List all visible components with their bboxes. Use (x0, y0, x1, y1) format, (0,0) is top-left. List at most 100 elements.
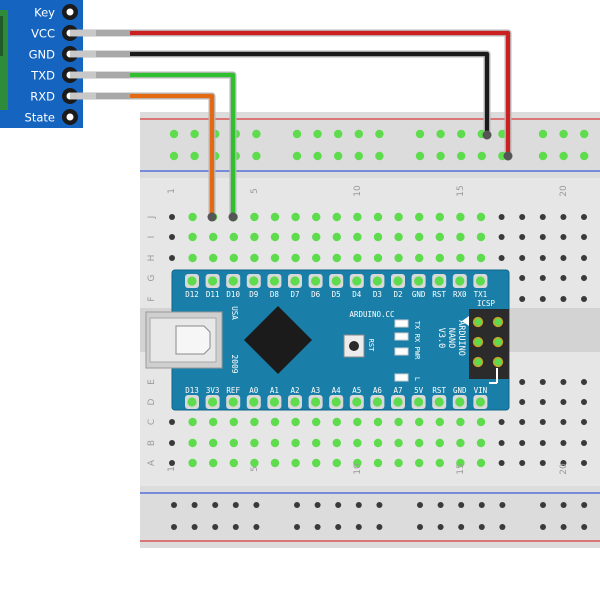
breadboard-hole (229, 458, 238, 468)
header-pin (331, 276, 341, 286)
pin-label-top: RX0 (453, 290, 467, 299)
breadboard-hole (476, 212, 486, 222)
header-pin (414, 397, 424, 407)
breadboard-hole (435, 232, 444, 242)
rail-hole (252, 129, 261, 139)
breadboard-hole (209, 253, 218, 263)
header-pin (269, 276, 279, 286)
reset-button-cap[interactable] (349, 341, 359, 351)
rail-hole (415, 151, 425, 161)
breadboard-hole (415, 253, 424, 263)
bottom-power-rail (140, 486, 600, 548)
breadboard-hole (169, 214, 175, 220)
led-label: PWR (413, 347, 421, 360)
breadboard-hole (539, 275, 546, 281)
breadboard-hole (312, 458, 321, 468)
header-pin (475, 276, 485, 286)
breadboard-hole (270, 212, 280, 222)
header-pin (311, 276, 321, 286)
icsp-pin (472, 316, 484, 328)
breadboard-hole (415, 212, 424, 222)
pin-label-top: D3 (373, 290, 382, 299)
breadboard-hole (456, 212, 465, 222)
rail-hole (538, 129, 548, 139)
breadboard-hole (250, 458, 259, 468)
pin-label-bottom: VIN (474, 386, 488, 395)
rail-hole (478, 524, 485, 530)
breadboard-hole (229, 438, 238, 448)
column-number: 15 (456, 185, 466, 196)
breadboard-hole (394, 212, 403, 222)
rail-hole (294, 502, 300, 508)
breadboard-hole (188, 212, 197, 222)
breadboard-hole (519, 460, 526, 466)
breadboard-hole (476, 253, 486, 263)
rail-hole (313, 129, 322, 139)
icsp-pin1-marker (462, 316, 469, 326)
rail-hole (232, 502, 239, 508)
rail-hole (354, 129, 363, 139)
pin-label-bottom: GND (453, 386, 467, 395)
pin-label-top: D10 (226, 290, 240, 299)
breadboard-hole (270, 232, 280, 242)
rail-hole (457, 129, 466, 139)
header-pin (475, 397, 485, 407)
rail-hole (376, 502, 383, 508)
breadboard-hole (270, 417, 280, 427)
breadboard-hole (373, 253, 383, 263)
rail-hole (581, 502, 588, 508)
rail-hole (437, 524, 444, 530)
breadboard-hole (188, 417, 197, 427)
pin-label-top: D7 (290, 290, 299, 299)
module-pin-hole (66, 8, 74, 16)
icsp-pin (472, 356, 484, 368)
icsp-pin (492, 336, 504, 348)
pin-label-top: D8 (270, 290, 280, 299)
breadboard-hole (560, 255, 567, 261)
year-label: 2009 (230, 354, 239, 373)
breadboard-hole (435, 417, 444, 427)
breadboard-hole (188, 438, 197, 448)
icsp-pin (492, 316, 504, 328)
breadboard-hole (188, 458, 197, 468)
breadboard-hole (415, 417, 424, 427)
reset-label: RST (367, 339, 375, 352)
breadboard-hole (498, 460, 505, 466)
pin-label-top: D12 (185, 290, 199, 299)
rail-hole (560, 502, 567, 508)
breadboard-hole (291, 417, 300, 427)
rail-hole (334, 129, 343, 139)
pin-label-top: TX1 (474, 290, 488, 299)
rail-hole (417, 502, 423, 508)
column-number: 5 (250, 188, 260, 194)
breadboard-hole (291, 438, 300, 448)
board-name-line: V3.0 (436, 328, 446, 348)
breadboard-hole (539, 399, 546, 405)
header-pin (249, 276, 259, 286)
breadboard-hole (353, 212, 362, 222)
column-number: 20 (559, 463, 569, 475)
breadboard-hole (250, 212, 259, 222)
breadboard-hole (539, 419, 546, 425)
breadboard-hole (456, 438, 465, 448)
header-pin (352, 276, 362, 286)
led-pwr (394, 347, 409, 356)
breadboard-hole (169, 440, 175, 446)
header-pin (187, 276, 197, 286)
breadboard-hole (209, 417, 218, 427)
rail-hole (212, 502, 219, 508)
rail-hole (375, 129, 384, 139)
header-pin (187, 397, 197, 407)
breadboard-hole (353, 458, 362, 468)
row-label: J (147, 216, 157, 220)
rail-hole (169, 129, 179, 139)
breadboard-hole (581, 460, 587, 466)
rail-hole (232, 524, 239, 530)
breadboard-hole (435, 253, 444, 263)
header-pin (414, 276, 424, 286)
breadboard-hole (188, 232, 197, 242)
breadboard-hole (581, 234, 587, 240)
led-label: L (413, 377, 421, 381)
breadboard-hole (539, 379, 546, 385)
header-pin (311, 397, 321, 407)
